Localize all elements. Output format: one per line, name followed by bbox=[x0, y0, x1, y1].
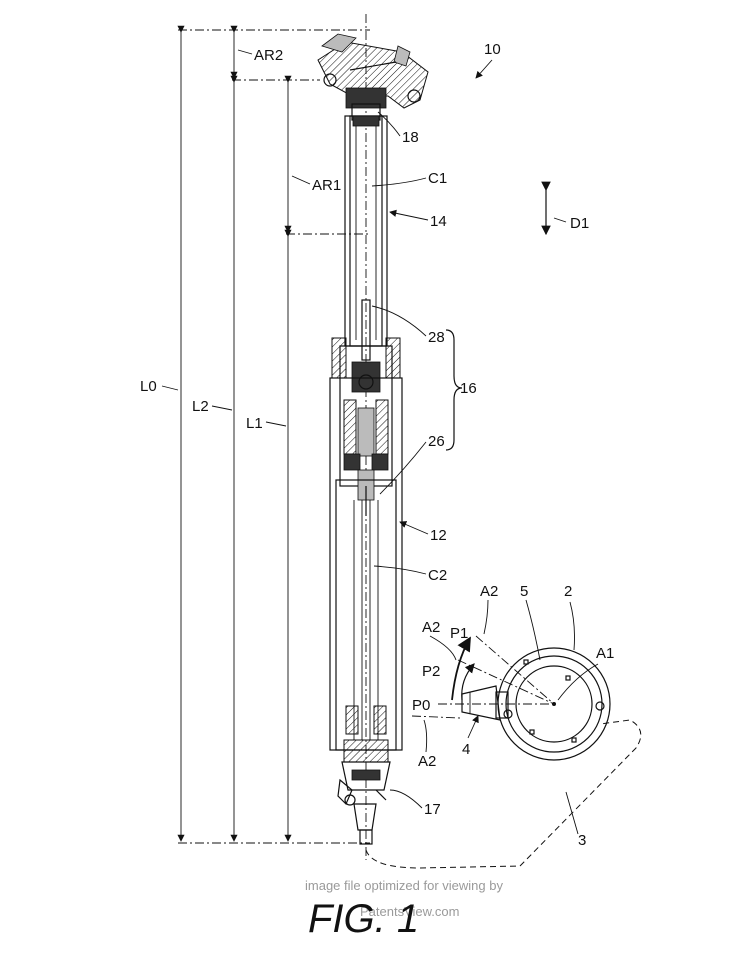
seal-assembly bbox=[331, 337, 401, 516]
label-ar2: AR2 bbox=[254, 47, 283, 64]
label-l2: L2 bbox=[192, 398, 209, 415]
label-a2-bottom: A2 bbox=[418, 753, 436, 770]
post-leaders: 10 AR2 AR1 18 C1 14 28 16 26 12 C2 17 bbox=[237, 41, 501, 818]
label-14: 14 bbox=[430, 213, 447, 230]
label-17: 17 bbox=[424, 801, 441, 818]
seatpost-assembly bbox=[317, 33, 429, 845]
label-p2: P2 bbox=[422, 663, 440, 680]
label-a2-top: A2 bbox=[480, 583, 498, 600]
label-28: 28 bbox=[428, 329, 445, 346]
operating-device: 3 A2 5 2 A2 P1 A1 bbox=[365, 583, 642, 869]
saddle-clamp-head bbox=[317, 33, 429, 121]
label-c1: C1 bbox=[428, 170, 447, 187]
label-4: 4 bbox=[462, 741, 470, 758]
label-16: 16 bbox=[460, 380, 477, 397]
watermark-line2: PatentsView.com bbox=[360, 904, 459, 919]
watermark-line1: image file optimized for viewing by bbox=[305, 878, 503, 893]
label-18: 18 bbox=[402, 129, 419, 146]
label-a1: A1 bbox=[596, 645, 614, 662]
label-10: 10 bbox=[484, 41, 501, 58]
label-p0: P0 bbox=[412, 697, 430, 714]
label-l1: L1 bbox=[246, 415, 263, 432]
label-3: 3 bbox=[578, 832, 586, 849]
label-l0: L0 bbox=[140, 378, 157, 395]
label-c2: C2 bbox=[428, 567, 447, 584]
label-5: 5 bbox=[520, 583, 528, 600]
figure-caption: FIG. 1 bbox=[308, 897, 419, 941]
label-12: 12 bbox=[430, 527, 447, 544]
label-d1: D1 bbox=[570, 215, 589, 232]
label-ar1: AR1 bbox=[312, 177, 341, 194]
dimension-lines bbox=[177, 14, 370, 860]
label-26: 26 bbox=[428, 433, 445, 450]
bottom-actuator bbox=[337, 739, 391, 845]
label-2: 2 bbox=[564, 583, 572, 600]
label-p1: P1 bbox=[450, 625, 468, 642]
label-a2-mid: A2 bbox=[422, 619, 440, 636]
direction-arrow-d1: D1 bbox=[541, 181, 589, 236]
